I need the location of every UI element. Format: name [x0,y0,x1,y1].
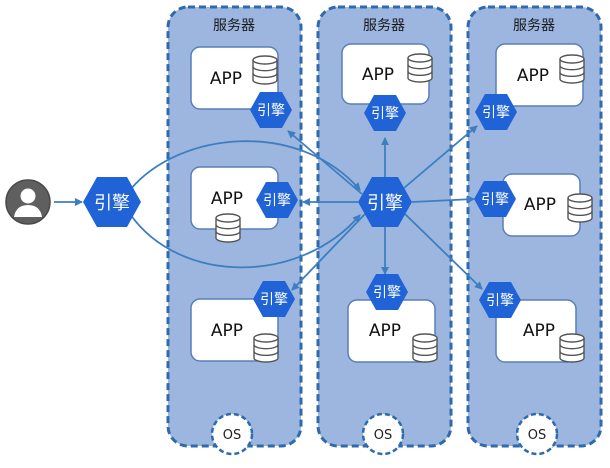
engine-1-3: 引擎 [253,281,295,317]
server-title-3: 服务器 [513,18,555,34]
database-icon [252,55,278,85]
engine-2-2: 引擎 [366,274,408,310]
app-box-2-1: APP [341,43,430,105]
engine-central: 引擎 [358,177,412,227]
engine-label: 引擎 [482,105,510,121]
app-box-3-3: APP [495,299,577,363]
arrow-to-e33 [404,213,483,290]
server-title-2: 服务器 [363,18,405,34]
app-label: APP [211,321,243,341]
arrow-to-e11 [287,130,363,195]
app-label: APP [517,66,549,86]
os-label-1: OS [223,428,241,443]
database-icon [215,213,241,243]
database-icon [412,333,438,363]
arrow-to-e31 [403,125,478,189]
engine-label: 引擎 [257,103,285,119]
os-label-2: OS [374,428,392,443]
engine-label: 引擎 [373,285,401,301]
engine-label: 引擎 [481,192,509,208]
server-title-1: 服务器 [213,18,255,34]
curve-lower [129,213,361,269]
database-icon [407,53,433,83]
arrow-to-e32 [411,195,475,204]
app-label: APP [211,189,243,209]
database-icon [253,333,279,363]
database-icon [559,333,585,363]
connections [54,125,483,291]
engine-1-1: 引擎 [250,92,292,128]
os-badge-2: OS [361,412,405,456]
database-icons [215,53,593,363]
arrow-to-e13 [291,213,366,291]
engine-2-1: 引擎 [364,95,406,131]
engine-1-2: 引擎 [256,182,298,218]
app-label: APP [524,195,556,215]
engine-entry: 引擎 [83,177,141,227]
engine-3-3: 引擎 [479,282,521,318]
app-label: APP [369,321,401,341]
os-badge-1: OS [210,412,254,456]
app-label: APP [362,65,394,85]
engine-label: 引擎 [94,193,130,214]
engine-3-2: 引擎 [474,181,516,217]
engine-label: 引擎 [260,292,288,308]
user-icon [5,179,51,225]
engine-label: 引擎 [486,293,514,309]
engine-label: 引擎 [367,193,403,214]
os-label-3: OS [528,428,546,443]
database-icon [567,193,593,223]
curve-upper [129,140,361,191]
os-badge-3: OS [515,412,559,456]
engine-label: 引擎 [371,106,399,122]
app-label: APP [210,69,242,89]
engine-3-1: 引擎 [475,94,517,130]
database-icon [559,54,585,84]
app-label: APP [523,321,555,341]
engine-label: 引擎 [263,193,291,209]
